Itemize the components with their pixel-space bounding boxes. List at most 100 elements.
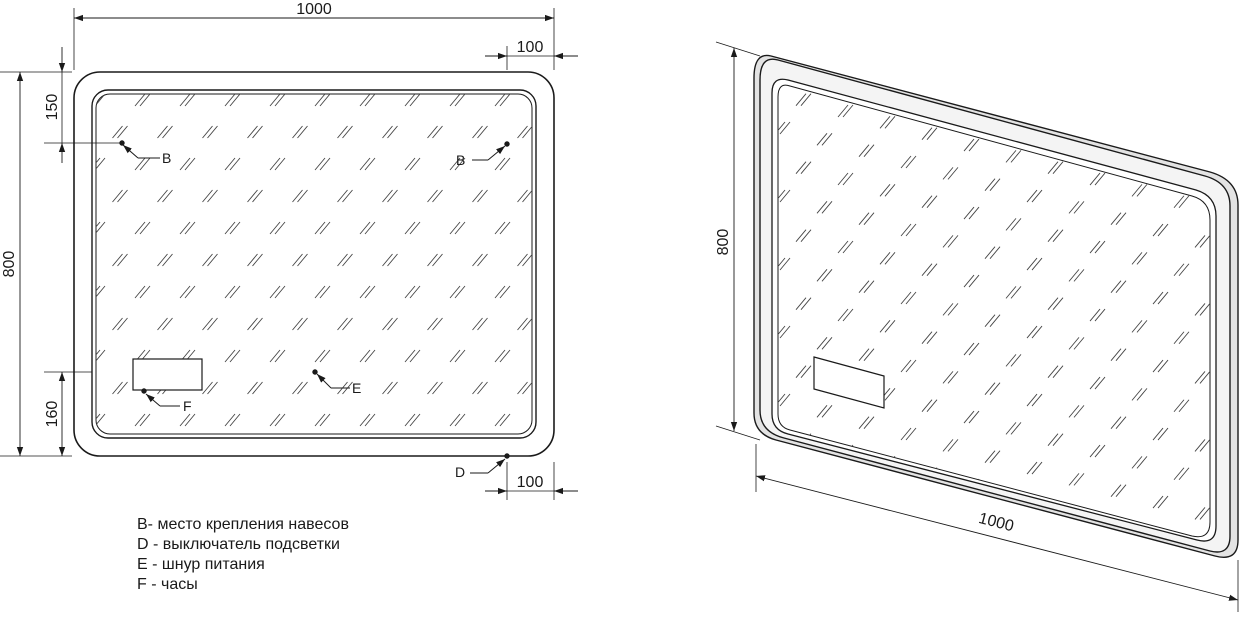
glass-hatch-stroke	[409, 349, 421, 363]
glass-hatch-stroke	[184, 285, 196, 299]
glass-hatch-stroke	[522, 125, 532, 139]
front-top-right-label: 100	[517, 39, 544, 56]
glass-hatch-stroke	[297, 381, 308, 395]
glass-hatch-stroke	[139, 94, 151, 107]
glass-hatch-stroke	[314, 349, 326, 363]
glass-hatch-stroke	[989, 314, 1001, 327]
glass-hatch-stroke	[314, 157, 326, 171]
glass-hatch-stroke	[157, 253, 168, 267]
glass-hatch-stroke	[409, 94, 421, 107]
glass-hatch-stroke	[921, 331, 933, 344]
glass-hatch-stroke	[984, 246, 996, 259]
glass-hatch-stroke	[292, 381, 303, 395]
glass-hatch-stroke	[319, 349, 331, 363]
glass-hatch-stroke	[947, 507, 959, 520]
glass-hatch-stroke	[522, 381, 532, 395]
glass-hatch-stroke	[202, 189, 213, 203]
glass-hatch-stroke	[252, 125, 263, 139]
glass-hatch-stroke	[858, 348, 870, 361]
glass-hatch-stroke	[1158, 564, 1168, 576]
glass-hatch-stroke	[314, 221, 326, 235]
glass-hatch-stroke	[179, 94, 191, 107]
glass-hatch-stroke	[134, 94, 146, 107]
glass-hatch-stroke	[112, 253, 123, 267]
glass-hatch-stroke	[522, 317, 532, 331]
marker-b-left-label: B	[162, 150, 171, 166]
glass-hatch-stroke	[202, 381, 213, 395]
persp-clock-box	[813, 356, 885, 409]
glass-hatch-stroke	[494, 349, 506, 363]
glass-hatch-stroke	[252, 189, 263, 203]
persp-height-label: 800	[715, 229, 732, 256]
glass-hatch-stroke	[274, 413, 286, 427]
glass-hatch-stroke	[858, 280, 870, 293]
glass-hatch-stroke	[404, 221, 416, 235]
glass-hatch-stroke	[432, 381, 443, 395]
glass-hatch-stroke	[1068, 405, 1080, 418]
glass-hatch-stroke	[1194, 303, 1206, 316]
glass-hatch-stroke	[778, 257, 786, 271]
glass-hatch-stroke	[879, 252, 891, 265]
glass-hatch-stroke	[364, 157, 376, 171]
glass-hatch-stroke	[117, 125, 128, 139]
glass-hatch-stroke	[1010, 286, 1022, 299]
glass-hatch-stroke	[900, 223, 912, 237]
glass-hatch-stroke	[202, 317, 213, 331]
glass-hatch-stroke	[112, 125, 123, 139]
glass-hatch-stroke	[1005, 218, 1017, 231]
glass-hatch-stroke	[139, 157, 151, 171]
glass-hatch-stroke	[1136, 388, 1148, 401]
glass-hatch-stroke	[1094, 444, 1106, 458]
glass-hatch-stroke	[1136, 252, 1148, 265]
glass-hatch-stroke	[517, 253, 528, 267]
glass-hatch-stroke	[207, 253, 218, 267]
glass-hatch-stroke	[337, 189, 348, 203]
glass-hatch-stroke	[901, 564, 911, 576]
glass-hatch-stroke	[522, 189, 532, 203]
glass-hatch-stroke	[963, 410, 975, 424]
glass-hatch-stroke	[162, 253, 173, 267]
glass-hatch-stroke	[1157, 291, 1169, 305]
glass-hatch-stroke	[1115, 280, 1127, 294]
glass-hatch-stroke	[387, 381, 398, 395]
glass-hatch-stroke	[837, 512, 849, 526]
front-outer-frame	[73, 71, 555, 457]
glass-hatch-stroke	[778, 189, 786, 203]
glass-hatch-stroke	[921, 195, 933, 208]
glass-hatch-stroke	[337, 317, 348, 331]
glass-hatch-stroke	[1052, 433, 1064, 446]
glass-hatch-stroke	[409, 157, 421, 171]
glass-hatch-stroke	[1074, 609, 1084, 621]
glass-hatch-stroke	[427, 125, 438, 139]
glass-hatch-stroke	[1047, 365, 1059, 378]
glass-hatch-stroke	[842, 512, 854, 526]
glass-hatch-stroke	[404, 94, 416, 107]
glass-hatch-stroke	[1026, 257, 1038, 271]
glass-hatch-stroke	[117, 253, 128, 267]
glass-hatch-stroke	[1194, 235, 1206, 248]
glass-hatch-stroke	[942, 235, 954, 248]
glass-hatch-stroke	[517, 189, 528, 203]
glass-hatch-stroke	[472, 125, 483, 139]
glass-hatch-stroke	[427, 253, 438, 267]
glass-hatch-stroke	[778, 529, 786, 537]
glass-hatch-stroke	[921, 127, 933, 140]
legend: B- место крепления навесов D - выключате…	[137, 515, 349, 595]
glass-hatch-stroke	[387, 189, 398, 203]
glass-hatch-stroke	[499, 413, 511, 427]
glass-hatch-stroke	[274, 221, 286, 235]
glass-hatch-stroke	[905, 495, 917, 509]
glass-hatch-stroke	[449, 285, 461, 299]
glass-hatch-stroke	[989, 382, 1001, 395]
glass-hatch-stroke	[319, 157, 331, 171]
glass-hatch-stroke	[1116, 553, 1126, 565]
glass-hatch-stroke	[964, 547, 974, 559]
glass-hatch-stroke	[359, 94, 371, 107]
glass-hatch-stroke	[247, 125, 258, 139]
glass-hatch-stroke	[427, 189, 438, 203]
glass-hatch-stroke	[947, 371, 959, 384]
glass-hatch-stroke	[364, 285, 376, 299]
glass-hatch-stroke	[963, 274, 975, 288]
glass-hatch-stroke	[800, 93, 812, 106]
glass-hatch-stroke	[477, 189, 488, 203]
